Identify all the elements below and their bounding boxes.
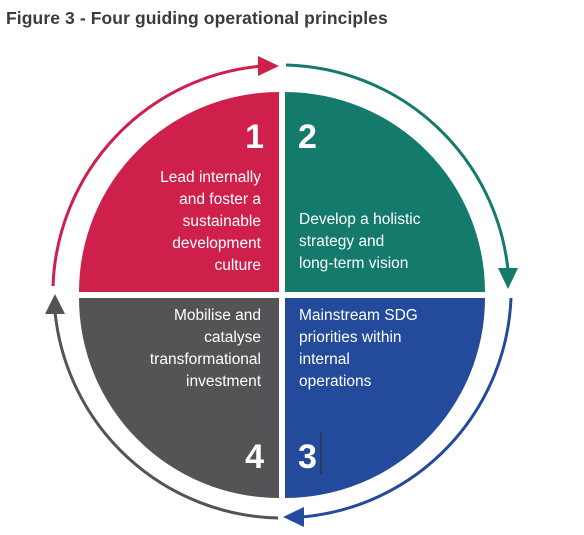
quadrant-1-number: 1 (245, 118, 264, 156)
quadrant-1 (79, 92, 279, 292)
quadrant-3 (285, 298, 485, 498)
quadrant-3-number: 3 (298, 438, 317, 476)
arrow-head-top-right-icon (498, 268, 518, 289)
quadrant-2-text-line: long-term vision (299, 255, 408, 272)
quadrant-1-text-line: and foster a (179, 191, 261, 208)
quadrant-3-text-line: Mainstream SDG (299, 307, 418, 324)
cycle-arrow-bottom-right (301, 297, 513, 519)
quadrant-2-number: 2 (298, 118, 317, 156)
quadrant-2 (285, 92, 485, 292)
quadrant-4-number: 4 (245, 438, 264, 476)
cycle-arrow-bottom-left (53, 311, 279, 520)
arrow-head-bottom-left-icon (45, 294, 65, 314)
quadrant-4-text-line: investment (186, 373, 262, 390)
quadrant-3-text-line: internal (299, 351, 350, 368)
quadrant-4-text-line: catalyse (204, 329, 261, 346)
quadrant-4 (79, 298, 279, 498)
arrow-head-bottom-right-icon (283, 507, 304, 527)
quadrant-4-text-line: Mobilise and (174, 307, 261, 324)
cycle-arrow-top-right (285, 63, 510, 271)
quadrant-2-text-line: Develop a holistic (299, 211, 421, 228)
cycle-arrow-top-left (51, 64, 263, 287)
quadrant-3-text-line: operations (299, 373, 372, 390)
quadrant-2-text-line: strategy and (299, 233, 384, 250)
quadrant-1-text-line: culture (214, 257, 261, 274)
figure-title: Figure 3 - Four guiding operational prin… (6, 8, 388, 28)
arrow-head-top-left-icon (258, 56, 279, 76)
quadrant-1-text-line: sustainable (183, 213, 261, 230)
quadrant-1-text-line: development (172, 235, 261, 252)
quadrant-4-text-line: transformational (150, 351, 261, 368)
quadrant-3-text-line: priorities within (299, 329, 402, 346)
quadrant-1-text-line: Lead internally (160, 169, 261, 186)
